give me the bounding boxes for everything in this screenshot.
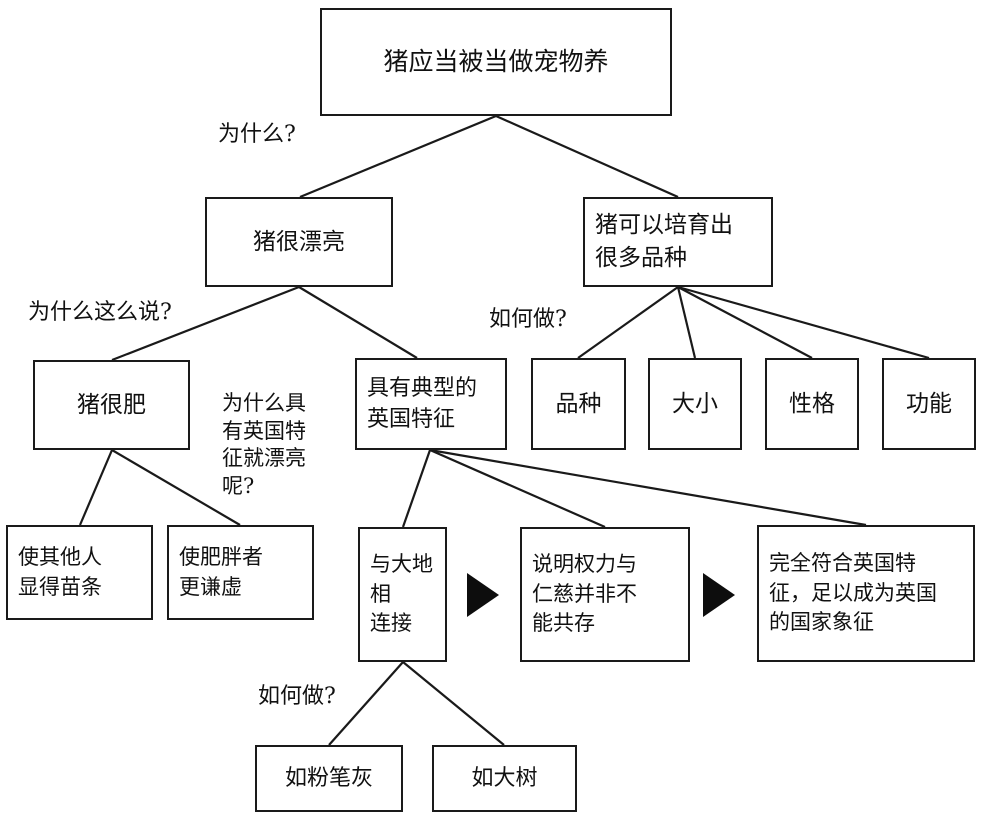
node-connected-to-earth[interactable]: 与大地相 连接: [358, 527, 447, 662]
edge-root-to-breeds: [495, 114, 679, 199]
edge-british-to-earth: [401, 449, 432, 528]
edge-pretty-to-british: [298, 286, 418, 359]
node-others-look-slim[interactable]: 使其他人 显得苗条: [6, 525, 153, 620]
right-arrow-icon-1: [467, 573, 499, 617]
node-british-traits[interactable]: 具有典型的 英国特征: [355, 358, 507, 450]
edge-label-how-to-do-breeds: 如何做?: [489, 307, 567, 332]
edge-root-to-pretty: [299, 114, 497, 199]
edge-label-how-to-do-earth: 如何做?: [258, 684, 336, 709]
node-temperament[interactable]: 性格: [765, 358, 859, 450]
node-function[interactable]: 功能: [882, 358, 976, 450]
node-pigs-are-fat[interactable]: 猪很肥: [33, 360, 190, 450]
edge-label-why-say-that: 为什么这么说?: [28, 300, 172, 325]
right-arrow-icon-2: [703, 573, 735, 617]
edge-breeds-to-variety: [577, 286, 679, 359]
edge-earth-to-chalk: [328, 661, 404, 746]
edge-breeds-to-size: [676, 286, 697, 359]
node-like-big-tree[interactable]: 如大树: [432, 745, 577, 812]
edge-fat-to-slim: [78, 449, 114, 526]
node-size[interactable]: 大小: [648, 358, 742, 450]
node-national-symbol[interactable]: 完全符合英国特 征，足以成为英国 的国家象征: [757, 525, 975, 662]
edge-breeds-to-function: [677, 285, 930, 360]
edge-label-why-british-is-pretty: 为什么具 有英国特 征就漂亮 呢?: [222, 391, 306, 499]
edge-label-why: 为什么?: [218, 122, 296, 147]
edge-british-to-power: [429, 448, 606, 529]
edge-earth-to-tree: [402, 661, 505, 746]
edge-breeds-to-temperament: [677, 286, 813, 359]
node-power-and-mercy[interactable]: 说明权力与 仁慈并非不 能共存: [520, 527, 690, 662]
node-root[interactable]: 猪应当被当做宠物养: [320, 8, 672, 116]
node-pigs-are-pretty[interactable]: 猪很漂亮: [205, 197, 393, 287]
node-fat-people-humble[interactable]: 使肥胖者 更谦虚: [167, 525, 314, 620]
edge-fat-to-humble: [111, 449, 241, 526]
node-like-chalk-dust[interactable]: 如粉笔灰: [255, 745, 403, 812]
node-many-breeds[interactable]: 猪可以培育出 很多品种: [583, 197, 773, 287]
edge-british-to-symbol: [429, 448, 867, 527]
node-variety[interactable]: 品种: [531, 358, 626, 450]
